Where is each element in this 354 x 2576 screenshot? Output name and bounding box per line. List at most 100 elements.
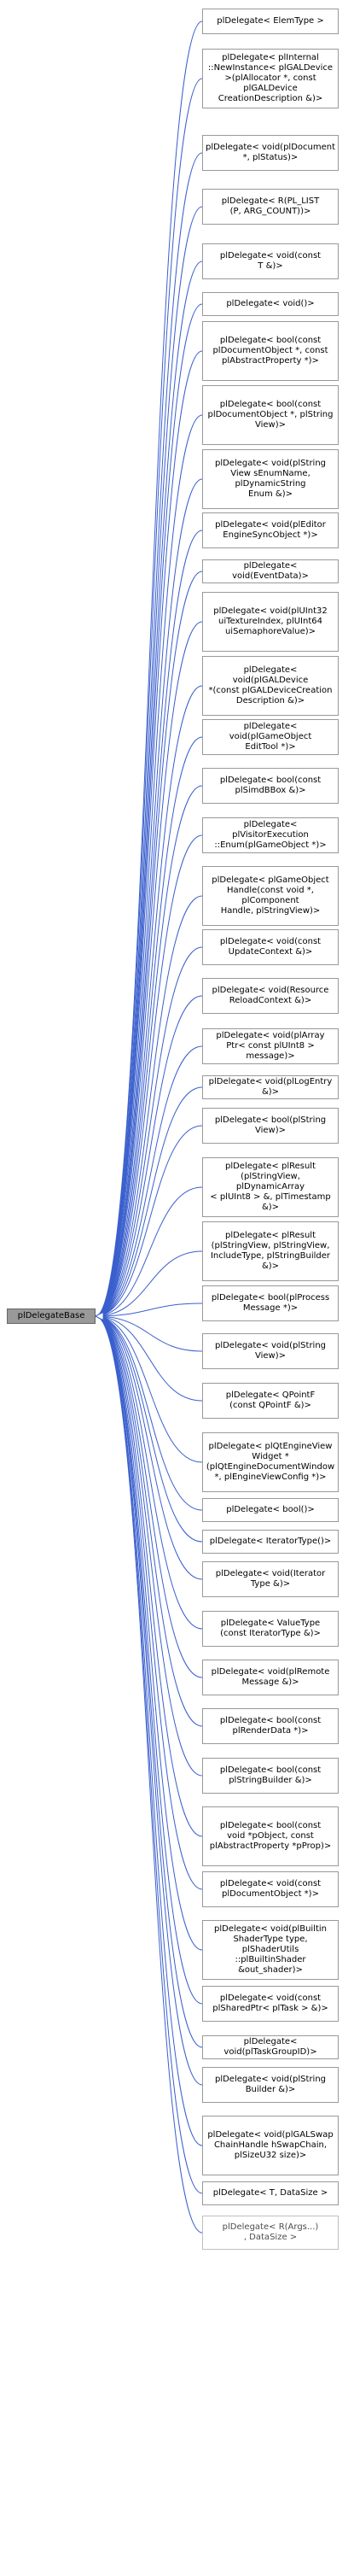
derived-class-label: plDelegate< R(PL_LIST (P, ARG_COUNT))> (221, 196, 320, 216)
derived-class-label: plDelegate< void(const T &)> (219, 251, 322, 271)
derived-class-node[interactable]: plDelegate< void(Resource ReloadContext … (202, 978, 339, 1014)
derived-class-label: plDelegate< bool(plString View)> (214, 1115, 327, 1135)
derived-class-node[interactable]: plDelegate< plInternal ::NewInstance< pl… (202, 49, 339, 108)
derived-class-label: plDelegate< ElemType > (217, 16, 324, 26)
derived-class-node[interactable]: plDelegate< void(plString View sEnumName… (202, 449, 339, 509)
derived-class-node[interactable]: plDelegate< void(plRemote Message &)> (202, 1660, 339, 1695)
derived-class-node[interactable]: plDelegate< void(plArray Ptr< const plUI… (202, 1028, 339, 1064)
derived-class-label: plDelegate< plGameObject Handle(const vo… (212, 875, 329, 916)
derived-class-node[interactable]: plDelegate< bool(const plSimdBBox &)> (202, 768, 339, 804)
derived-class-node[interactable]: plDelegate< bool()> (202, 1498, 339, 1522)
derived-class-node[interactable]: plDelegate< plVisitorExecution ::Enum(pl… (202, 817, 339, 853)
derived-class-node[interactable]: plDelegate< plResult (plStringView, plDy… (202, 1157, 339, 1217)
derived-class-node[interactable]: plDelegate< IteratorType()> (202, 1530, 339, 1554)
derived-class-label: plDelegate< void(const UpdateContext &)> (219, 937, 322, 957)
inheritance-edge (96, 152, 203, 1316)
inheritance-edge (96, 1045, 203, 1316)
derived-class-node[interactable]: plDelegate< void(const T &)> (202, 243, 339, 279)
derived-class-node[interactable]: plDelegate< QPointF (const QPointF &)> (202, 1383, 339, 1419)
inheritance-edge (96, 1316, 203, 1951)
inheritance-edge (96, 530, 203, 1316)
inheritance-edge (96, 1250, 203, 1316)
derived-class-node[interactable]: plDelegate< void(const UpdateContext &)> (202, 929, 339, 965)
derived-class-node[interactable]: plDelegate< void(plUInt32 uiTextureIndex… (202, 592, 339, 652)
derived-class-node[interactable]: plDelegate< plResult (plStringView, plSt… (202, 1221, 339, 1281)
derived-class-node[interactable]: plDelegate< void()> (202, 292, 339, 316)
inheritance-edge (96, 350, 203, 1316)
derived-class-node[interactable]: plDelegate< bool(const void *pObject, co… (202, 1806, 339, 1866)
derived-class-label: plDelegate< void(plString Builder &)> (214, 2075, 327, 2094)
inheritance-edge (96, 78, 203, 1316)
derived-class-label: plDelegate< void(plLogEntry &)> (208, 1077, 333, 1097)
inheritance-edge (96, 206, 203, 1316)
derived-class-label: plDelegate< void(plGALSwap ChainHandle h… (207, 2130, 334, 2160)
inheritance-edge (96, 303, 203, 1316)
inheritance-edge (96, 571, 203, 1316)
derived-class-label: plDelegate< plVisitorExecution ::Enum(pl… (214, 820, 327, 850)
derived-class-node[interactable]: plDelegate< plQtEngineView Widget *(plQt… (202, 1432, 339, 1492)
derived-class-label: plDelegate< bool(const plRenderData *)> (219, 1716, 322, 1736)
inheritance-edge (96, 1316, 203, 2086)
derived-class-node[interactable]: plDelegate< bool(plString View)> (202, 1108, 339, 1144)
inheritance-edge (96, 1316, 203, 2234)
inheritance-edge (96, 1316, 203, 2048)
derived-class-label: plDelegate< void(plEditor EngineSyncObje… (215, 520, 326, 540)
derived-class-node[interactable]: plDelegate< void(const plSharedPtr< plTa… (202, 1986, 339, 2022)
derived-class-node[interactable]: plDelegate< bool(const plDocumentObject … (202, 385, 339, 445)
inheritance-edge (96, 621, 203, 1316)
derived-class-node[interactable]: plDelegate< void(plDocument *, plStatus)… (202, 135, 339, 171)
inheritance-edge (96, 1316, 203, 1511)
inheritance-edge (96, 1086, 203, 1316)
derived-class-node[interactable]: plDelegate< plGameObject Handle(const vo… (202, 866, 339, 926)
derived-class-node[interactable]: plDelegate< void(const plDocumentObject … (202, 1871, 339, 1907)
inheritance-edge (96, 736, 203, 1316)
inheritance-edge (96, 834, 203, 1316)
derived-class-label: plDelegate< plQtEngineView Widget *(plQt… (206, 1442, 335, 1482)
inheritance-edge (96, 478, 203, 1316)
derived-class-label: plDelegate< plResult (plStringView, plSt… (210, 1231, 331, 1271)
derived-class-node[interactable]: plDelegate< void(EventData)> (202, 559, 339, 583)
derived-class-node[interactable]: plDelegate< bool(const plDocumentObject … (202, 321, 339, 381)
derived-class-node[interactable]: plDelegate< ElemType > (202, 9, 339, 34)
derived-class-label: plDelegate< IteratorType()> (209, 1537, 332, 1546)
derived-class-node[interactable]: plDelegate< bool(const plRenderData *)> (202, 1708, 339, 1744)
inheritance-edge (96, 1316, 203, 1630)
derived-class-node[interactable]: plDelegate< T, DataSize > (202, 2181, 339, 2205)
derived-class-node[interactable]: plDelegate< ValueType (const IteratorTyp… (202, 1611, 339, 1647)
derived-class-label: plDelegate< bool(const plDocumentObject … (212, 336, 328, 366)
derived-class-label: plDelegate< plInternal ::NewInstance< pl… (207, 53, 334, 103)
derived-class-label: plDelegate< plResult (plStringView, plDy… (210, 1162, 331, 1212)
derived-class-node[interactable]: plDelegate< void(plString View)> (202, 1333, 339, 1369)
base-class-node[interactable]: plDelegateBase (7, 1308, 96, 1324)
derived-class-label: plDelegate< bool(const plSimdBBox &)> (219, 776, 322, 795)
inheritance-edge (96, 1125, 203, 1316)
derived-class-node[interactable]: plDelegate< void(plString Builder &)> (202, 2067, 339, 2103)
derived-class-node[interactable]: plDelegate< void(plTaskGroupID)> (202, 2035, 339, 2059)
derived-class-node[interactable]: plDelegate< R(PL_LIST (P, ARG_COUNT))> (202, 189, 339, 225)
derived-class-node[interactable]: plDelegate< void(Iterator Type &)> (202, 1561, 339, 1597)
derived-class-node[interactable]: plDelegate< void(plLogEntry &)> (202, 1075, 339, 1099)
derived-class-label: plDelegate< void()> (226, 299, 315, 308)
inheritance-edge (96, 1316, 203, 1777)
derived-class-label: plDelegate< bool(const plDocumentObject … (207, 400, 334, 430)
derived-class-label: plDelegate< void(plBuiltin ShaderType ty… (214, 1924, 327, 1975)
derived-class-label: plDelegate< void(plGameObject EditTool *… (229, 722, 312, 752)
inheritance-edge (96, 1316, 203, 2194)
derived-class-node[interactable]: plDelegate< void(plGALDevice *(const plG… (202, 656, 339, 716)
derived-class-label: plDelegate< bool()> (226, 1505, 315, 1514)
derived-class-node[interactable]: plDelegate< void(plEditor EngineSyncObje… (202, 512, 339, 548)
derived-class-label: plDelegate< void(const plSharedPtr< plTa… (212, 1993, 328, 2013)
derived-class-node[interactable]: plDelegate< void(plBuiltin ShaderType ty… (202, 1920, 339, 1980)
derived-class-node[interactable]: plDelegate< R(Args...) , DataSize > (202, 2216, 339, 2250)
derived-class-label: plDelegate< bool(const plStringBuilder &… (219, 1765, 322, 1785)
inheritance-edge (96, 995, 203, 1316)
derived-class-node[interactable]: plDelegate< void(plGALSwap ChainHandle h… (202, 2116, 339, 2175)
derived-class-node[interactable]: plDelegate< void(plGameObject EditTool *… (202, 719, 339, 755)
derived-class-label: plDelegate< void(plString View sEnumName… (214, 459, 327, 499)
derived-class-label: plDelegate< T, DataSize > (212, 2188, 328, 2198)
derived-class-label: plDelegate< bool(plProcess Message *)> (211, 1293, 330, 1313)
derived-class-node[interactable]: plDelegate< bool(const plStringBuilder &… (202, 1758, 339, 1794)
derived-class-node[interactable]: plDelegate< bool(plProcess Message *)> (202, 1285, 339, 1321)
